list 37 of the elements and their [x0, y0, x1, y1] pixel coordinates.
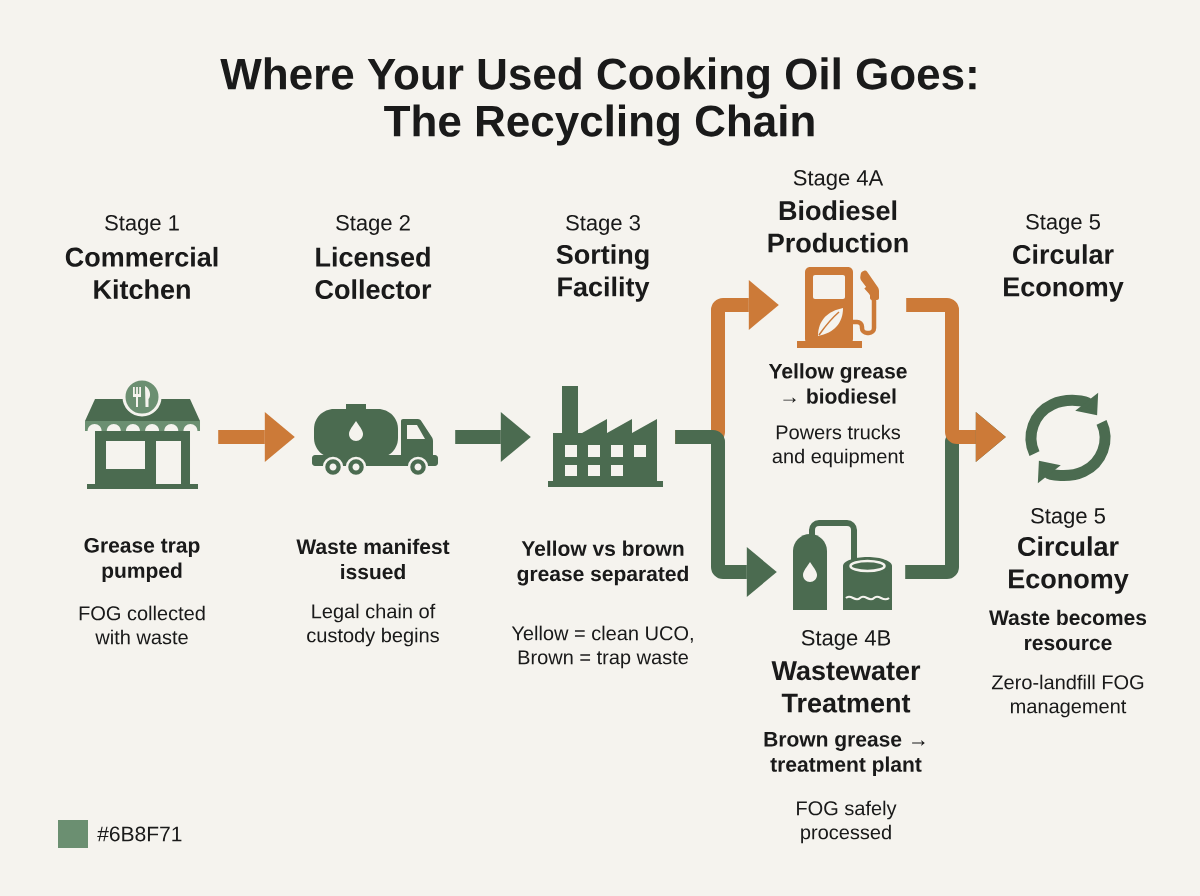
stage-label: Stage 4B	[801, 630, 891, 650]
storage-tank-icon	[793, 520, 892, 610]
summary-text: Brown grease → treatment plant	[764, 732, 925, 776]
stage-title: Licensed Collector	[315, 246, 432, 300]
stage-title: Biodiesel Production	[768, 200, 908, 253]
legend-label: #6B8F71	[97, 826, 182, 842]
stage-label: Stage 1	[105, 215, 179, 235]
stage-title: Commercial Kitchen	[65, 246, 218, 300]
description-text: Legal chain of custody begins	[307, 603, 439, 647]
description-text: FOG collected with waste	[79, 605, 205, 645]
stage-title: Sorting Facility	[556, 244, 650, 302]
stage-title: Wastewater Treatment	[771, 661, 921, 713]
tanker-truck-icon	[312, 404, 438, 478]
summary-text: Waste manifest issued	[296, 538, 450, 580]
fuel-pump-icon	[797, 267, 879, 348]
stage-label: Stage 4A	[793, 170, 884, 190]
factory-icon	[548, 386, 663, 487]
arrow	[455, 412, 531, 462]
stage-label: Stage 3	[566, 215, 640, 235]
stage-label: Stage 5	[1026, 214, 1100, 234]
summary-text: Yellow grease → biodiesel	[768, 363, 907, 404]
description-text: Powers trucks and equipment	[772, 424, 904, 468]
recycle-icon	[1025, 392, 1111, 484]
arrow	[675, 430, 777, 597]
stage-title: Circular Economy	[1009, 536, 1129, 594]
description-text: Zero-landfill FOG management	[991, 674, 1144, 718]
stage-label: Stage 2	[336, 215, 410, 235]
summary-text: Waste becomes resource	[989, 609, 1147, 651]
title: Where Your Used Cooking Oil Goes: The Recycling Chain	[220, 57, 976, 146]
description-text: Yellow = clean UCO, Brown = trap waste	[511, 625, 693, 669]
summary-text: Grease trap pumped	[84, 537, 200, 583]
stage-label: Stage 5	[1031, 508, 1105, 528]
storefront-icon	[85, 377, 200, 489]
summary-text: Yellow vs brown grease separated	[517, 540, 688, 586]
description-text: FOG safely processed	[797, 800, 897, 844]
stage-title: Circular Economy	[1004, 244, 1124, 302]
arrow	[218, 412, 295, 462]
